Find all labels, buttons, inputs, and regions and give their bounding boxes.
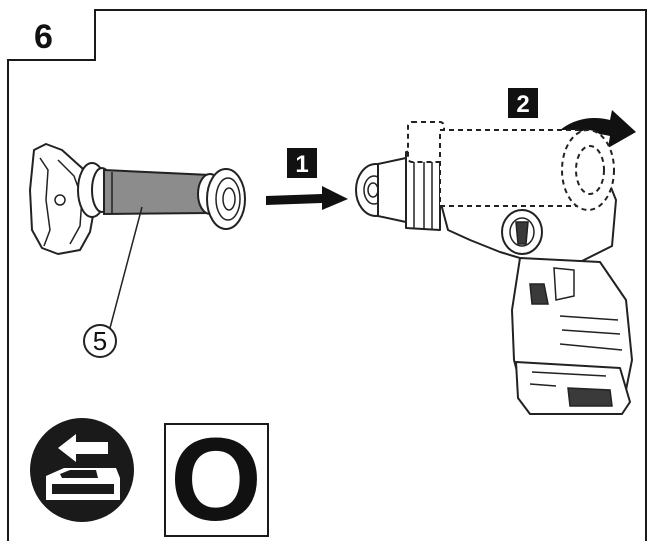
mode-box-symbol: O (170, 414, 262, 542)
arrow-right-icon (266, 186, 348, 210)
badge-step-2-label: 2 (516, 91, 529, 118)
callout-circle (83, 324, 117, 358)
badge-step-1 (287, 148, 317, 178)
side-handle (29, 143, 246, 255)
callout-leader (109, 206, 143, 329)
rotate-arrow-icon (545, 110, 636, 162)
rotary-hammer-drill (355, 121, 633, 415)
step-number: 6 (34, 18, 53, 56)
battery-removed-icon (30, 418, 134, 522)
mode-box (164, 423, 269, 537)
callout-label: 5 (93, 326, 107, 356)
step-frame (7, 9, 647, 541)
badge-step-2 (508, 88, 538, 118)
badge-step-1-label: 1 (295, 151, 308, 178)
